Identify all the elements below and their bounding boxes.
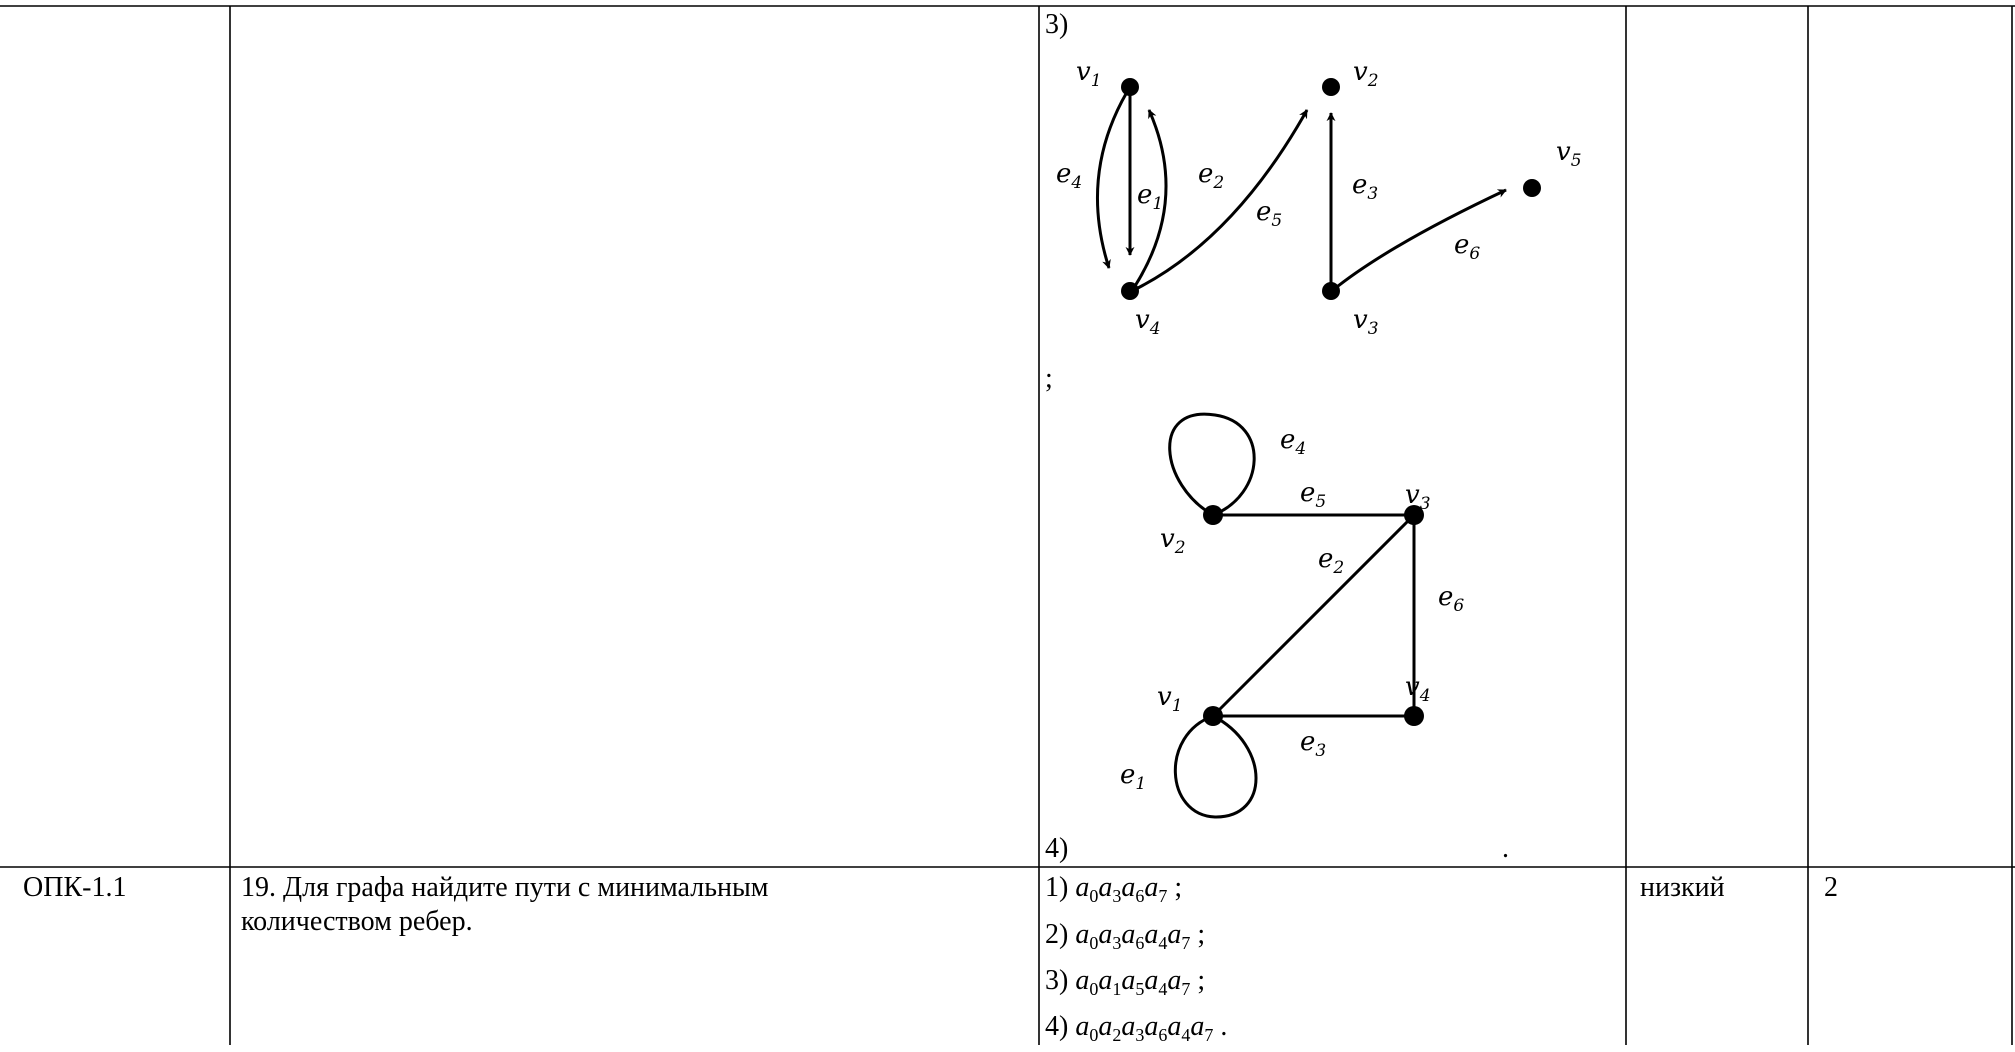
vertex-v4 [1404, 706, 1424, 726]
answer-4-label: 4) [1045, 833, 1069, 864]
edge-e2 [1211, 513, 1416, 718]
end-period: . [1502, 833, 1509, 864]
label-e6: e6 [1454, 230, 1480, 264]
label-v2: v2 [1160, 524, 1186, 558]
answer-option-2: 2) a0a3a6a4a7 ; [1045, 919, 1206, 953]
vertex-v2 [1203, 505, 1223, 525]
vertex-v2 [1322, 78, 1340, 96]
label-e6: e6 [1438, 582, 1464, 616]
label-v4: v4 [1405, 672, 1431, 706]
label-v1: v1 [1157, 682, 1183, 716]
edge-e5 [1133, 109, 1309, 292]
label-e5: e5 [1300, 478, 1326, 512]
question-text: 19. Для графа найдите пути с минимальным… [241, 872, 769, 937]
label-e3: e3 [1300, 727, 1326, 761]
answer-3-label: 3) [1045, 9, 1069, 40]
edge-e4 [1096, 91, 1129, 269]
graph-3: v1 v2 v3 v4 v5 e1 e2 e3 e4 e5 e6 [1056, 57, 1582, 339]
difficulty-level: низкий [1640, 872, 1725, 903]
competency-code: ОПК-1.1 [23, 872, 127, 903]
edge-e6 [1332, 188, 1507, 292]
label-e5: e5 [1256, 197, 1282, 231]
label-v5: v5 [1556, 137, 1582, 171]
vertex-v4 [1121, 282, 1139, 300]
vertex-v1 [1203, 706, 1223, 726]
label-v1: v1 [1076, 57, 1102, 91]
answer-option-4: 4) a0a2a3a6a4a7 . [1045, 1011, 1228, 1045]
label-e3: e3 [1352, 170, 1378, 204]
label-v2: v2 [1353, 57, 1379, 91]
label-e2: e2 [1318, 544, 1344, 578]
vertex-v3 [1322, 282, 1340, 300]
edge-e4 [1168, 412, 1256, 517]
separator-semicolon: ; [1045, 363, 1053, 394]
answer-option-1: 1) a0a3a6a7 ; [1045, 872, 1183, 906]
graph-4: v2 v3 v1 v4 e4 e5 e2 e6 e3 e1 [1120, 412, 1464, 819]
edge-e1 [1173, 714, 1258, 819]
vertex-v3 [1404, 505, 1424, 525]
edge-e2 [1133, 109, 1168, 287]
label-v3: v3 [1405, 480, 1431, 514]
answer-option-3: 3) a0a1a5a4a7 ; [1045, 965, 1206, 999]
label-e4: e4 [1280, 425, 1306, 459]
label-e1: e1 [1137, 180, 1163, 214]
label-v4: v4 [1135, 305, 1161, 339]
vertex-v1 [1121, 78, 1139, 96]
vertex-v5 [1523, 179, 1541, 197]
label-e2: e2 [1198, 159, 1224, 193]
score-value: 2 [1824, 872, 1838, 903]
label-e1: e1 [1120, 760, 1146, 794]
label-e4: e4 [1056, 159, 1082, 193]
label-v3: v3 [1353, 305, 1379, 339]
